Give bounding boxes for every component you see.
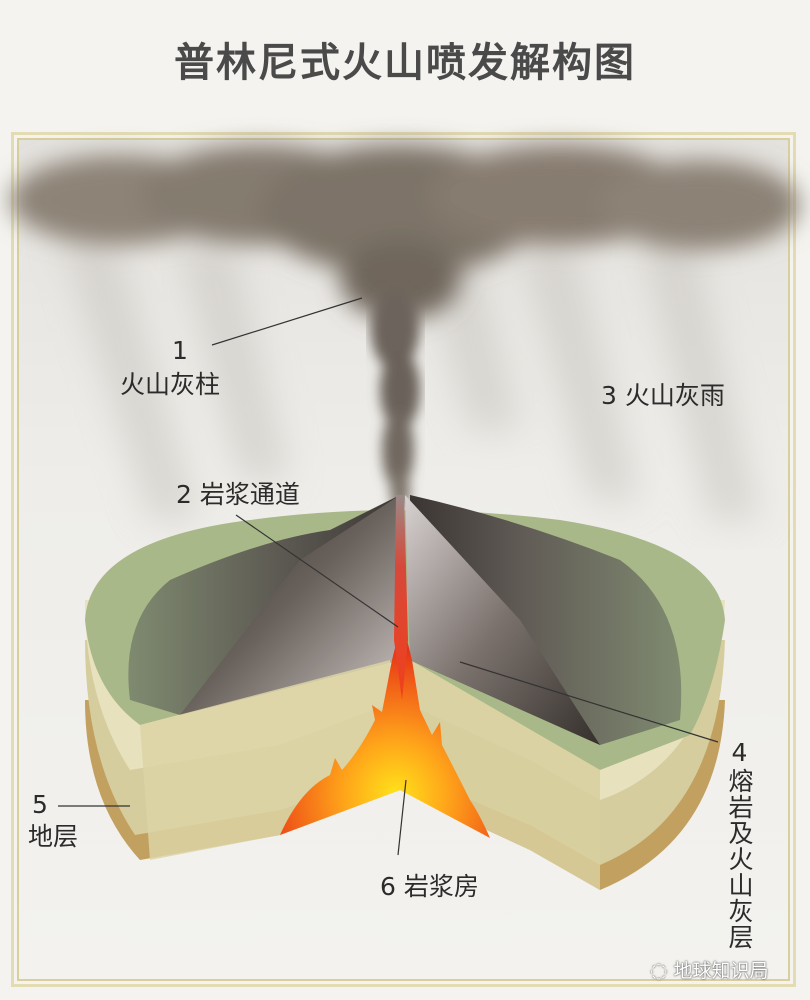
watermark: ◌ 地球知识局 xyxy=(650,956,768,983)
magma-conduit xyxy=(394,495,408,700)
label-lava-ash-layers: 4熔岩及火山灰层 xyxy=(725,738,754,950)
label-magma-chamber: 6 岩浆房 xyxy=(380,872,479,901)
label-ash-column-number: 1 xyxy=(172,336,188,365)
watermark-text: 地球知识局 xyxy=(673,960,769,982)
label-strata-number: 5 xyxy=(32,790,48,819)
magma-chamber xyxy=(280,620,490,838)
label-ash-rain: 3 火山灰雨 xyxy=(601,381,725,410)
leader-lines xyxy=(58,297,719,856)
diagram-frame-outer xyxy=(11,132,796,987)
page-title: 普林尼式火山喷发解构图 xyxy=(174,39,636,86)
label-ash-column: 火山灰柱 xyxy=(120,370,221,399)
ash-column xyxy=(371,290,420,510)
label-strata: 地层 xyxy=(28,822,79,851)
label-magma-conduit: 2 岩浆通道 xyxy=(176,480,300,509)
cone-cutaway-right xyxy=(405,495,600,745)
cone-cutaway-left xyxy=(180,495,400,715)
ash-cloud xyxy=(10,145,800,320)
cutaway-right-face xyxy=(400,660,600,890)
wechat-icon: ◌ xyxy=(650,957,668,982)
